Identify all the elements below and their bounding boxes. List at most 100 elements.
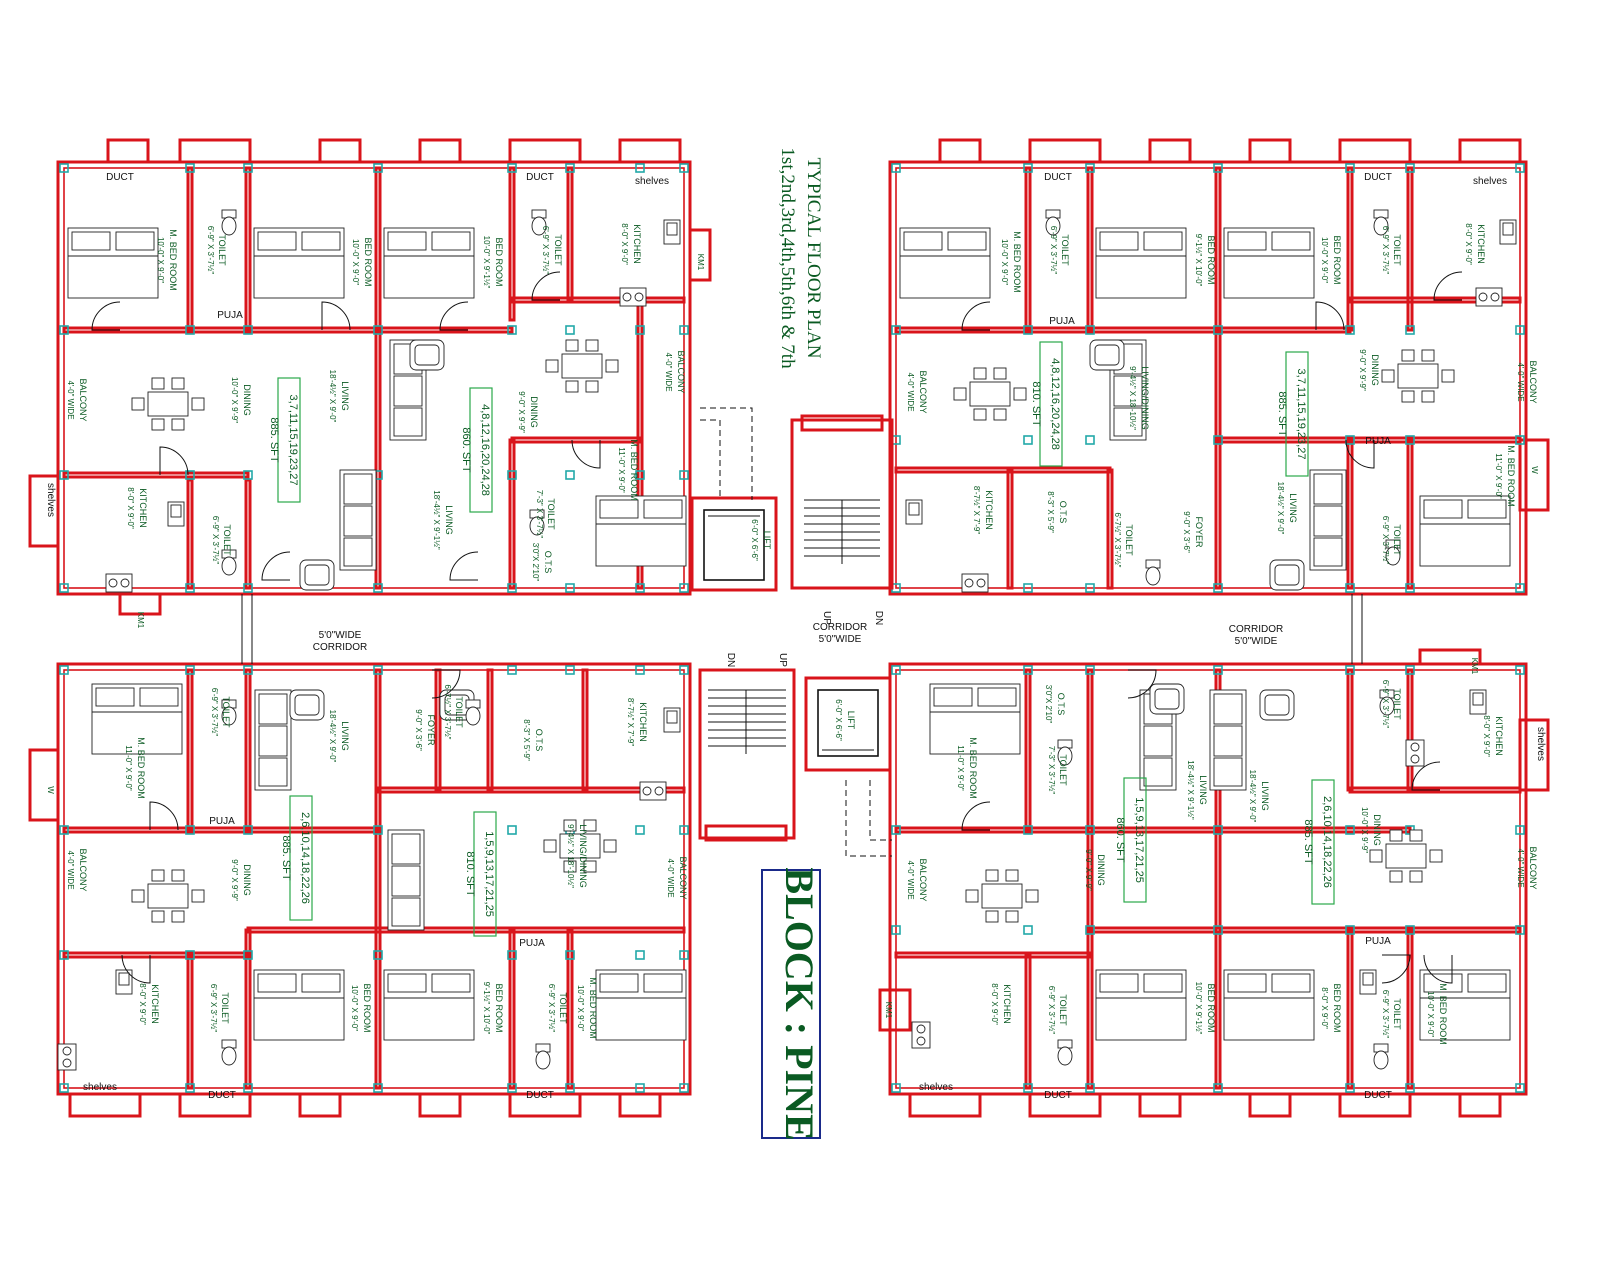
column — [1405, 1083, 1415, 1093]
door-swing — [1315, 301, 1345, 331]
kitchen-sink — [663, 219, 681, 245]
column — [243, 163, 253, 173]
bed-furniture — [1095, 227, 1187, 299]
column — [1515, 665, 1525, 675]
room-label: DINING — [529, 396, 539, 428]
window-projection — [106, 138, 150, 164]
armchair — [1269, 559, 1305, 591]
room-label: TOILET — [1392, 524, 1402, 556]
column — [185, 583, 195, 593]
column — [59, 1083, 69, 1093]
room-dimension: 11'-0" X 9'-0" — [617, 447, 626, 493]
window-projection — [908, 1092, 982, 1118]
room-dimension: 8'-0" X 9'-0" — [620, 223, 629, 265]
plan-title: TYPICAL FLOOR PLAN — [803, 158, 824, 359]
room-dimension: 4'-0" WIDE — [1516, 848, 1525, 887]
room-label: O.T.S — [534, 729, 544, 752]
dashed-outline — [845, 780, 892, 857]
partition-wall — [374, 668, 382, 1090]
bed-furniture — [899, 227, 991, 299]
room-dimension: 9'-0" X 9'-9" — [230, 859, 239, 901]
armchair — [299, 559, 335, 591]
column — [243, 665, 253, 675]
sofa — [387, 829, 425, 931]
column — [1345, 825, 1355, 835]
room-label: TOILET — [1058, 994, 1068, 1026]
room-label: LIVING — [1260, 781, 1270, 811]
column — [565, 470, 575, 480]
partition-wall — [1348, 296, 1522, 304]
room-label: TOILET — [222, 524, 232, 556]
flat-numbers: 3,7,11,15,19,23,27 — [1295, 369, 1307, 460]
door-swing — [159, 446, 189, 476]
column — [1515, 1083, 1525, 1093]
partition-wall — [1024, 953, 1032, 1090]
window-projection — [1338, 1092, 1412, 1118]
window-projection — [28, 474, 60, 548]
room-label: DINING — [242, 864, 252, 896]
bed-furniture — [1223, 227, 1315, 299]
partition-wall — [510, 436, 642, 444]
room-label: BED ROOM — [1206, 235, 1216, 284]
room-dimension: 8'-7½" X 7'-9" — [972, 486, 981, 534]
flat-number-frame — [1123, 777, 1147, 903]
room-label: LIVING/DINING — [578, 824, 588, 888]
column — [679, 470, 689, 480]
column — [1023, 1083, 1033, 1093]
partition-wall — [1106, 468, 1114, 590]
window-label: W — [1530, 466, 1539, 474]
column — [1023, 925, 1033, 935]
lift-label: LIFT — [762, 531, 772, 550]
window-projection — [118, 592, 162, 616]
wing-bottom-left-outline — [56, 662, 692, 1096]
room-dimension: 10'-0" X 9'-1½" — [482, 236, 491, 289]
partition-wall — [1406, 166, 1414, 332]
duct-label: DUCT — [1364, 1090, 1392, 1101]
window-projection — [418, 1092, 462, 1118]
door-swing — [431, 669, 461, 699]
column — [185, 1083, 195, 1093]
room-dimension: 4'-0" WIDE — [666, 858, 675, 897]
room-label: LIVING — [1198, 775, 1208, 805]
column — [1085, 325, 1095, 335]
column — [507, 470, 517, 480]
kitchen-marker-label: KM1 — [136, 612, 145, 629]
window-projection — [1518, 718, 1550, 792]
wing-bottom-right-outline — [888, 662, 1528, 1096]
room-dimension: 10'-0" X 9'-9" — [1360, 807, 1369, 853]
room-dimension: 9'-1½" X 10'-0" — [1194, 234, 1203, 287]
flat-numbers: 4,8,12,16,20,24,28 — [1049, 358, 1061, 450]
room-label: O.T.S — [543, 551, 553, 574]
lift-car-bottom — [817, 689, 879, 757]
room-label: FOYER — [1194, 516, 1204, 548]
partition-wall — [894, 826, 1220, 834]
window-projection — [68, 1092, 142, 1118]
door-swing — [321, 301, 351, 331]
partition-wall — [510, 296, 686, 304]
cooking-hob — [961, 573, 989, 593]
room-dimension: 18'-4½" X 9'-1½" — [1186, 760, 1195, 820]
column — [679, 950, 689, 960]
wing-top-right-inner — [895, 167, 1521, 589]
column — [1405, 325, 1415, 335]
door-swing — [439, 301, 469, 331]
room-dimension: 10'-0" X 9'-0" — [1000, 239, 1009, 285]
column — [373, 950, 383, 960]
room-label: BALCONY — [678, 856, 688, 899]
partition-wall — [1214, 668, 1222, 1090]
window-projection — [1458, 1092, 1502, 1118]
room-label: FOYER — [426, 714, 436, 746]
door-swing — [961, 801, 991, 831]
column — [59, 325, 69, 335]
door-swing — [1433, 271, 1463, 301]
room-dimension: 4'-0" WIDE — [66, 380, 75, 419]
room-dimension: 10'-0" X 9'-0" — [350, 985, 359, 1031]
column — [185, 163, 195, 173]
room-dimension: 18'-4½" X 9'-1½" — [432, 490, 441, 550]
flat-numbers: 1,5,9,13,17,21,25 — [483, 831, 495, 917]
room-dimension: 8'-0" X 9'-0" — [138, 983, 147, 1025]
room-dimension: 18'-4½" X 9'-0" — [328, 370, 337, 423]
room-label: O.T.S — [1056, 693, 1066, 716]
room-label: KITCHEN — [1494, 716, 1504, 756]
column — [679, 163, 689, 173]
